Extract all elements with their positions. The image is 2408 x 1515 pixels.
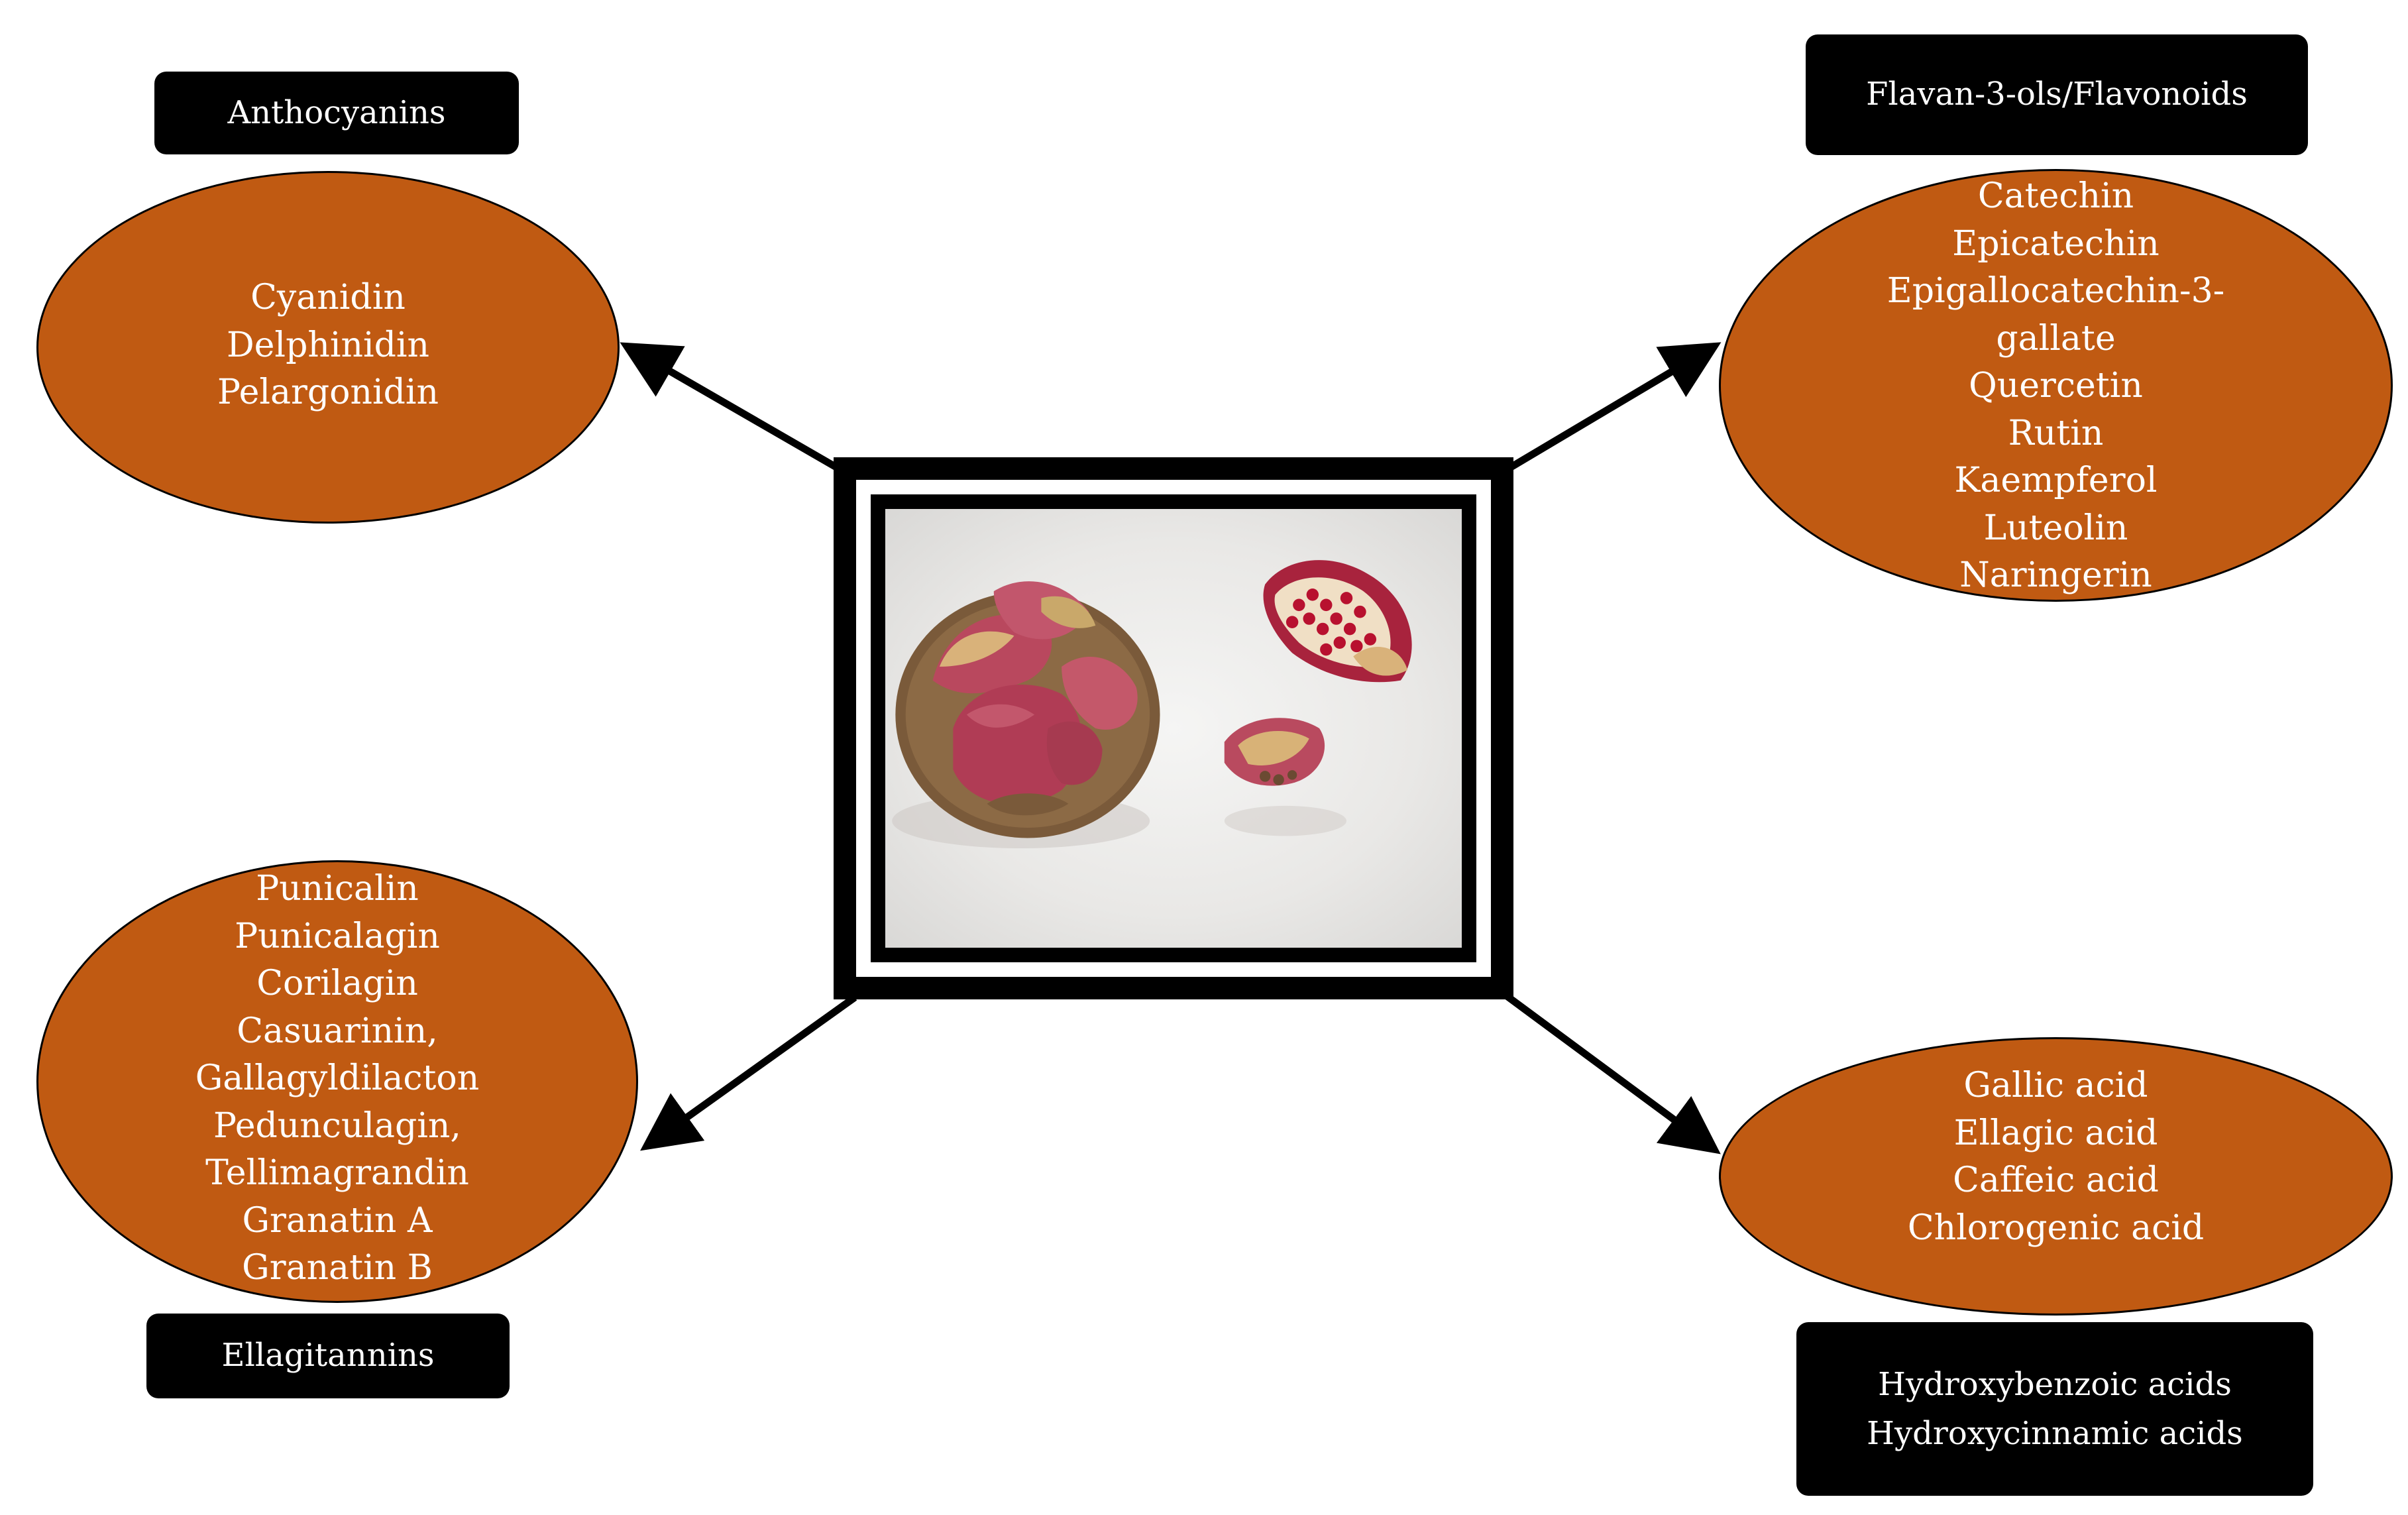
compound-gallagyldilacton: Gallagyldilacton [195,1058,480,1098]
compound-pelargonidin: Pelargonidin [217,372,439,412]
anthocyanins-title: Anthocyanins [227,93,446,131]
compound-gallate: gallate [1996,318,2116,359]
compound-punicalagin: Punicalagin [235,916,440,956]
ellagitannins-list: Punicalin Punicalagin Corilagin Casuarin… [36,866,638,1292]
compound-quercetin: Quercetin [1969,366,2143,406]
compound-delphinidin: Delphinidin [226,325,430,365]
pomegranate-illustration [892,560,1412,849]
arrow-to-phenolic-acids [1502,991,1721,1154]
compound-kaempferol: Kaempferol [1954,461,2158,500]
ellagitannins-title: Ellagitannins [221,1337,435,1375]
ellagitannins-label: Ellagitannins [146,1314,510,1398]
ellagitannins-ellipse [36,860,638,1303]
compound-pedunculagin: Pedunculagin, [213,1105,461,1146]
phenolic-acids-list: Gallic acid Ellagic acid Caffeic acid Ch… [1719,1062,2393,1252]
compound-chlorogenic-acid: Chlorogenic acid [1907,1207,2205,1248]
compound-cyanidin: Cyanidin [250,278,406,317]
anthocyanins-ellipse [36,171,620,524]
center-image-frame [834,457,1513,999]
compound-catechin: Catechin [1977,176,2134,216]
compound-ellagic-acid: Ellagic acid [1953,1113,2158,1153]
compound-punicalin: Punicalin [256,869,419,909]
compound-tellimagrandin: Tellimagrandin [205,1153,469,1193]
compound-naringerin: Naringerin [1959,555,2152,595]
anthocyanins-list: Cyanidin Delphinidin Pelargonidin [36,274,620,417]
hydroxycinnamic-title: Hydroxycinnamic acids [1867,1415,2243,1452]
compound-luteolin: Luteolin [1983,508,2128,548]
flavonoids-label: Flavan-3-ols/Flavonoids [1806,34,2308,155]
compound-granatin-a: Granatin A [242,1200,433,1241]
compound-corilagin: Corilagin [256,964,418,1003]
compound-casuarinin: Casuarinin, [237,1011,438,1051]
phenolic-acids-label: Hydroxybenzoic acids Hydroxycinnamic aci… [1796,1322,2313,1496]
flavonoids-list: Catechin Epicatechin Epigallocatechin-3-… [1719,173,2393,600]
pomegranate-photo [885,509,1462,948]
hydroxybenzoic-title: Hydroxybenzoic acids [1878,1366,2232,1403]
compound-granatin-b: Granatin B [242,1248,433,1288]
flavonoids-title: Flavan-3-ols/Flavonoids [1866,76,2248,113]
compound-caffeic-acid: Caffeic acid [1953,1160,2159,1200]
compound-rutin: Rutin [2008,413,2104,453]
arrow-to-anthocyanins [620,342,838,471]
flavonoids-ellipse [1719,169,2393,602]
compound-epicatechin: Epicatechin [1952,223,2160,264]
compound-gallic-acid: Gallic acid [1963,1066,2148,1105]
anthocyanins-label: Anthocyanins [154,72,519,154]
compound-epigallocatechin: Epigallocatechin-3- [1887,271,2225,311]
phenolic-acids-ellipse [1719,1037,2393,1316]
arrow-to-ellagitannins [640,994,857,1151]
arrow-to-flavonoids [1509,342,1722,471]
